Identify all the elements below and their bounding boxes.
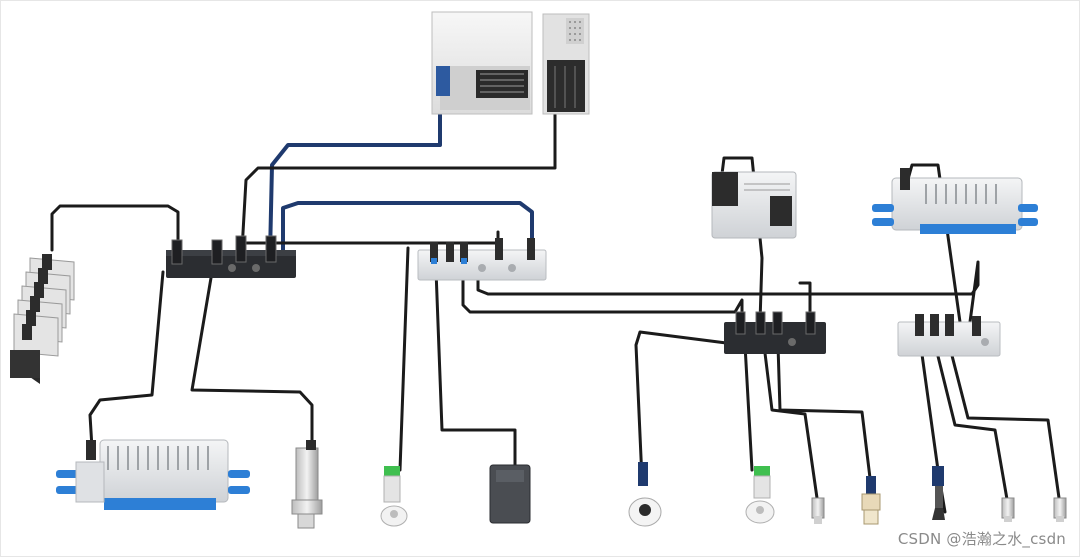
cable-hub3-to-top-right-valve	[798, 281, 812, 324]
cable-hub2-to-hub3	[461, 253, 744, 324]
cable-hub1-to-hub2	[238, 230, 500, 254]
cable-hub4-to-rod-a	[932, 338, 1010, 507]
proximity-switch-icon	[811, 497, 825, 524]
proximity-switch-icon	[932, 466, 945, 520]
dial-sensor-icon	[628, 462, 662, 527]
plc-controller-icon	[431, 11, 590, 115]
valve-manifold-icon	[10, 254, 75, 384]
inductive-sensor-icon	[1053, 497, 1067, 522]
cable-hub1-to-valve-terminal	[88, 270, 165, 450]
cable-hub1-to-left-manifold	[50, 204, 180, 264]
cable-hub3-to-rod-sensor	[762, 343, 820, 507]
cable-hub3-to-pressure-sensor	[776, 343, 872, 480]
signal-lamp-icon	[380, 466, 408, 527]
cable-hub2-to-hub4	[476, 253, 980, 324]
watermark: CSDN @浩瀚之水_csdn	[897, 530, 1066, 548]
cable-hub4-to-rod-b	[946, 338, 1062, 507]
cable-blue-hub1-to-hub2	[281, 201, 534, 257]
signal-lamp-icon	[745, 466, 775, 524]
inductive-sensor-icon	[1001, 497, 1015, 522]
valve-terminal-icon	[56, 439, 250, 510]
cable-hub2-to-display	[434, 268, 517, 467]
cable-hub3-to-controller	[718, 156, 764, 324]
cable-hub2-to-lamp	[398, 246, 410, 472]
plc-controller-icon	[711, 171, 797, 239]
io-block-icon	[166, 235, 1001, 357]
cylinder-icon	[291, 440, 323, 529]
cable-plc-right-to-hub1	[240, 68, 557, 252]
cable-hub3-to-dial	[634, 330, 744, 482]
cable-blue-plc-to-hub1	[268, 86, 442, 257]
pressure-sensor-icon	[861, 476, 881, 525]
inductive-sensor-icon	[489, 464, 531, 524]
valve-terminal-icon	[872, 168, 1038, 234]
cable-hub3-to-sensor-lamp	[743, 343, 754, 472]
cable-hub1-to-cylinder	[190, 270, 314, 450]
